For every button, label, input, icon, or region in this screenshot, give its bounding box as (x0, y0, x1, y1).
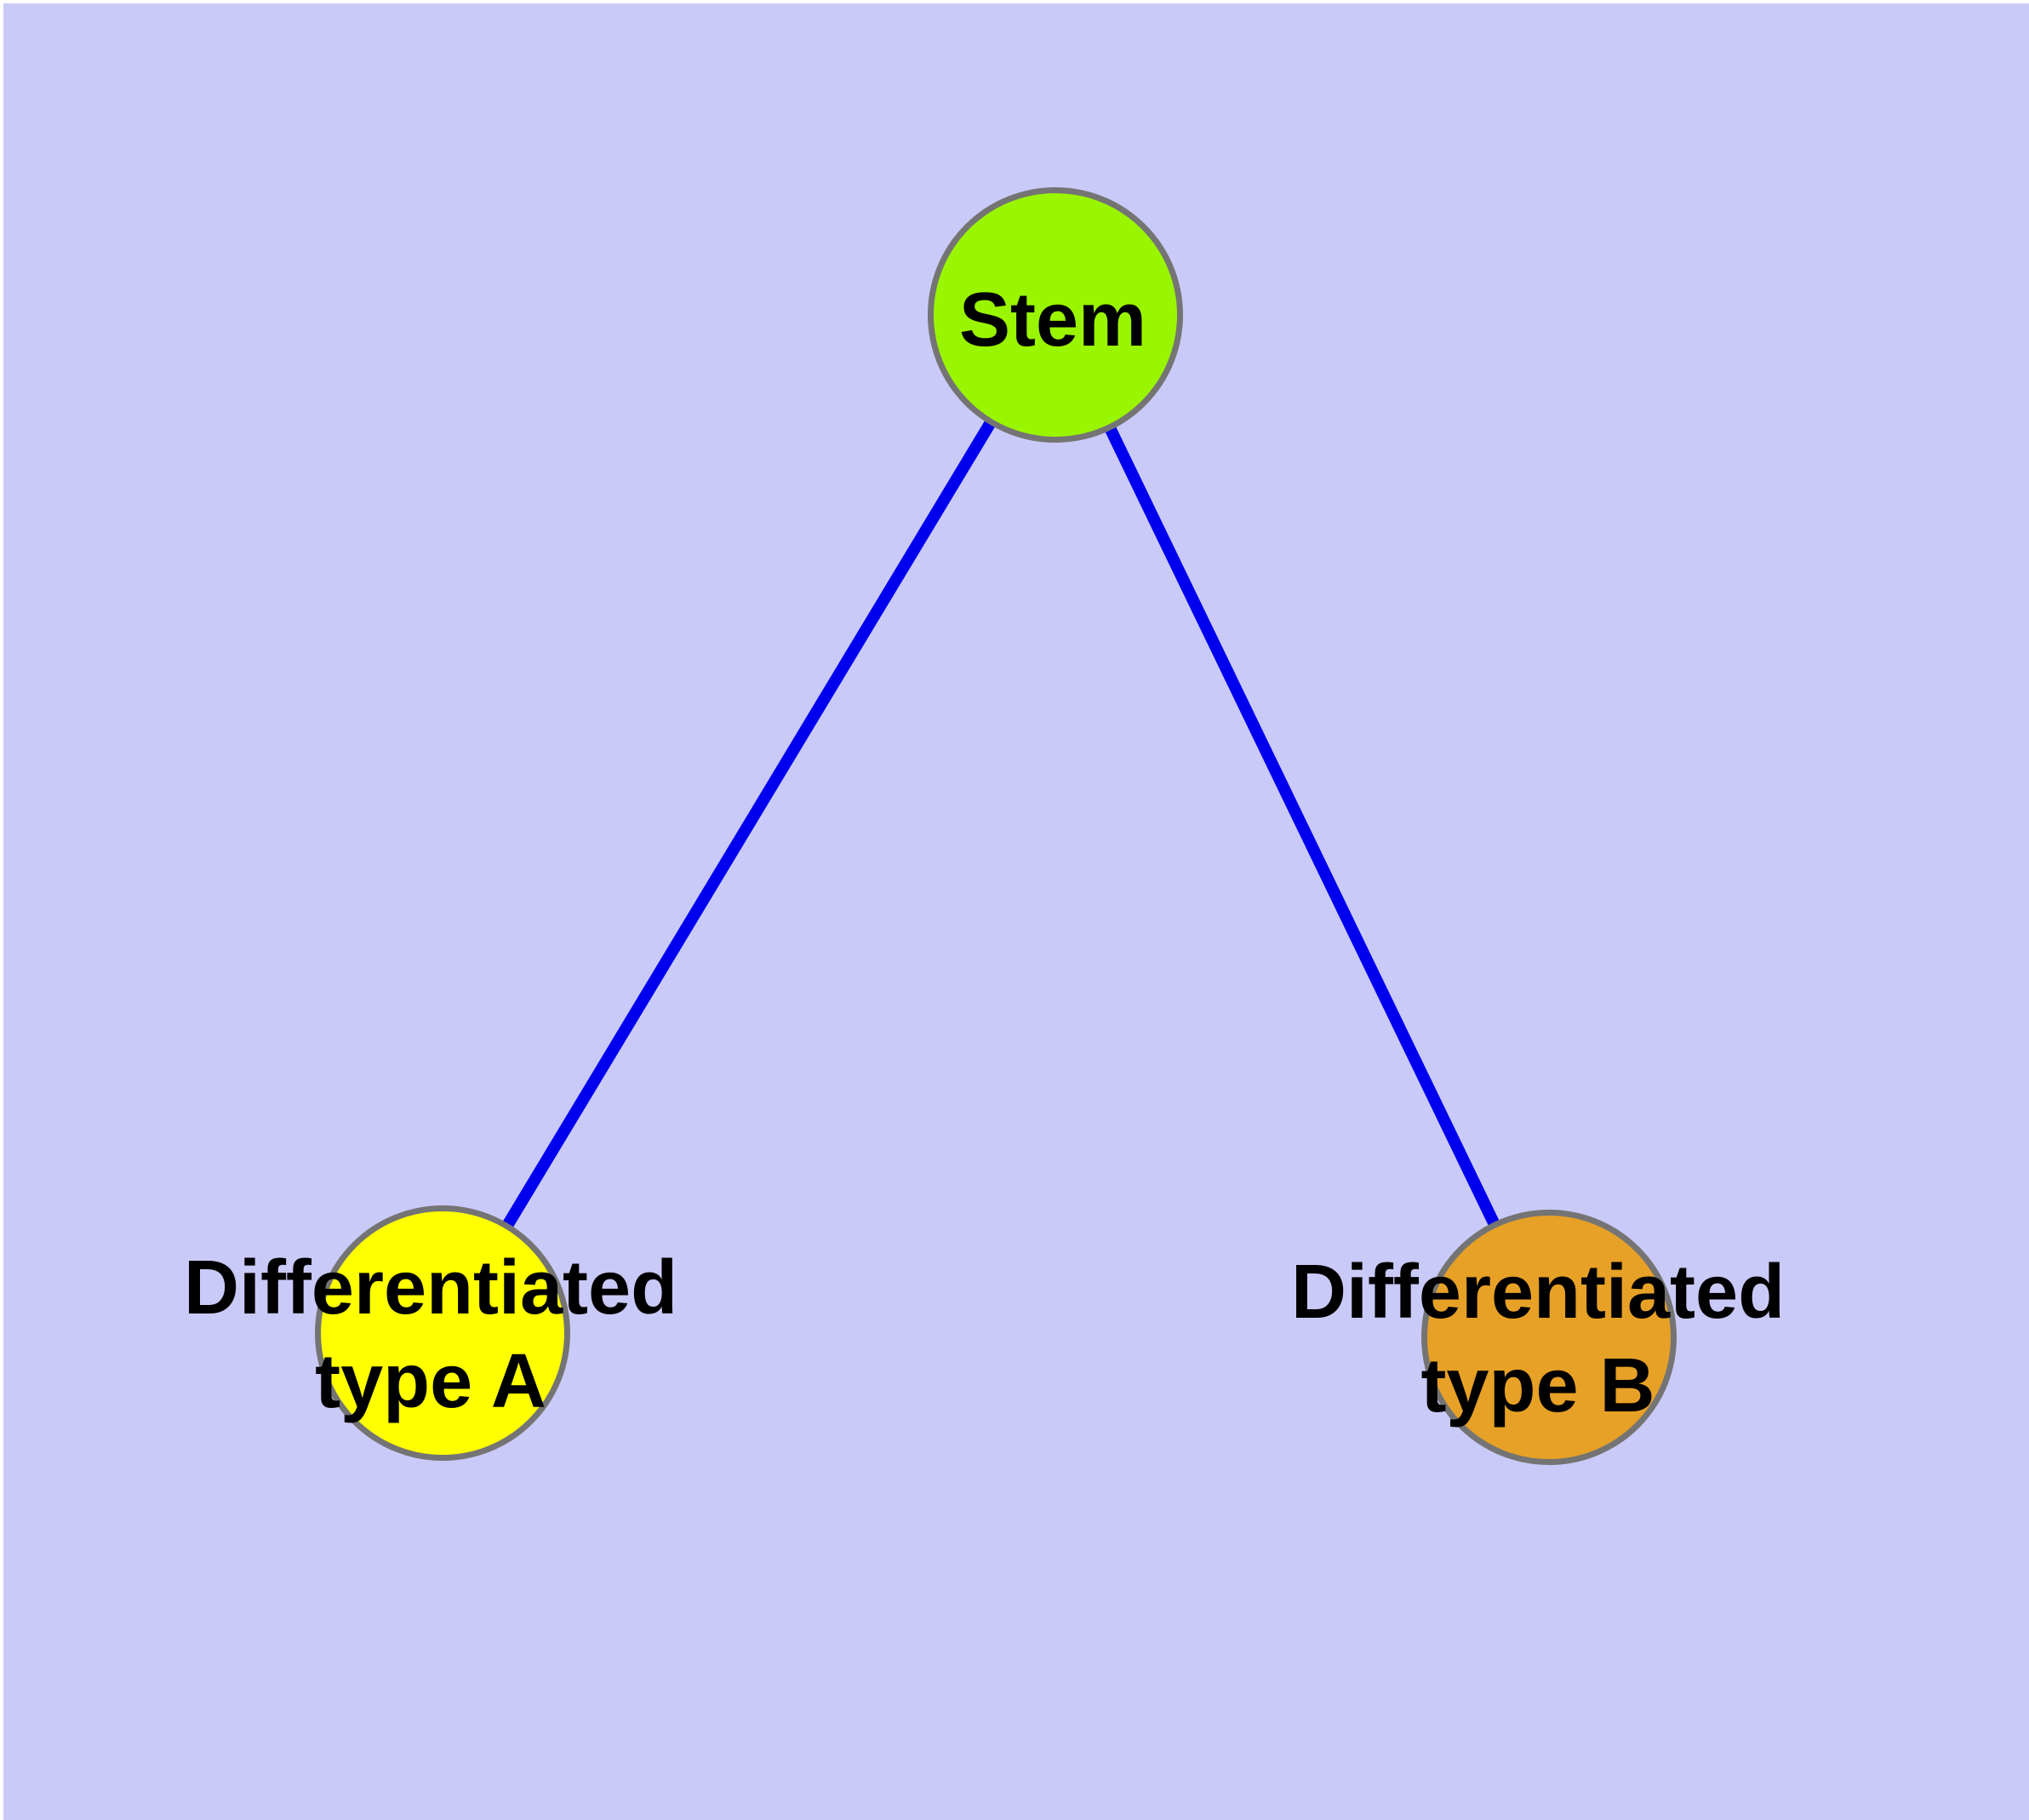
node-label-type-b-line1: Differentiated (1290, 1250, 1786, 1335)
node-label-differentiated-type-b: Differentiated type B (1291, 1245, 1785, 1433)
node-differentiated-type-a (315, 1205, 570, 1461)
node-label-type-b-line2: type B (1420, 1343, 1655, 1428)
edge-stem-to-type-b (1049, 312, 1555, 1341)
node-stem (928, 187, 1183, 443)
node-label-type-a-line2: type A (315, 1339, 546, 1424)
edge-stem-to-type-a (437, 312, 1060, 1336)
node-differentiated-type-b (1421, 1210, 1677, 1465)
node-label-differentiated-type-a: Differentiated type A (184, 1241, 677, 1428)
node-label-type-a-line1: Differentiated (183, 1245, 678, 1331)
node-label-stem: Stem (958, 278, 1147, 363)
